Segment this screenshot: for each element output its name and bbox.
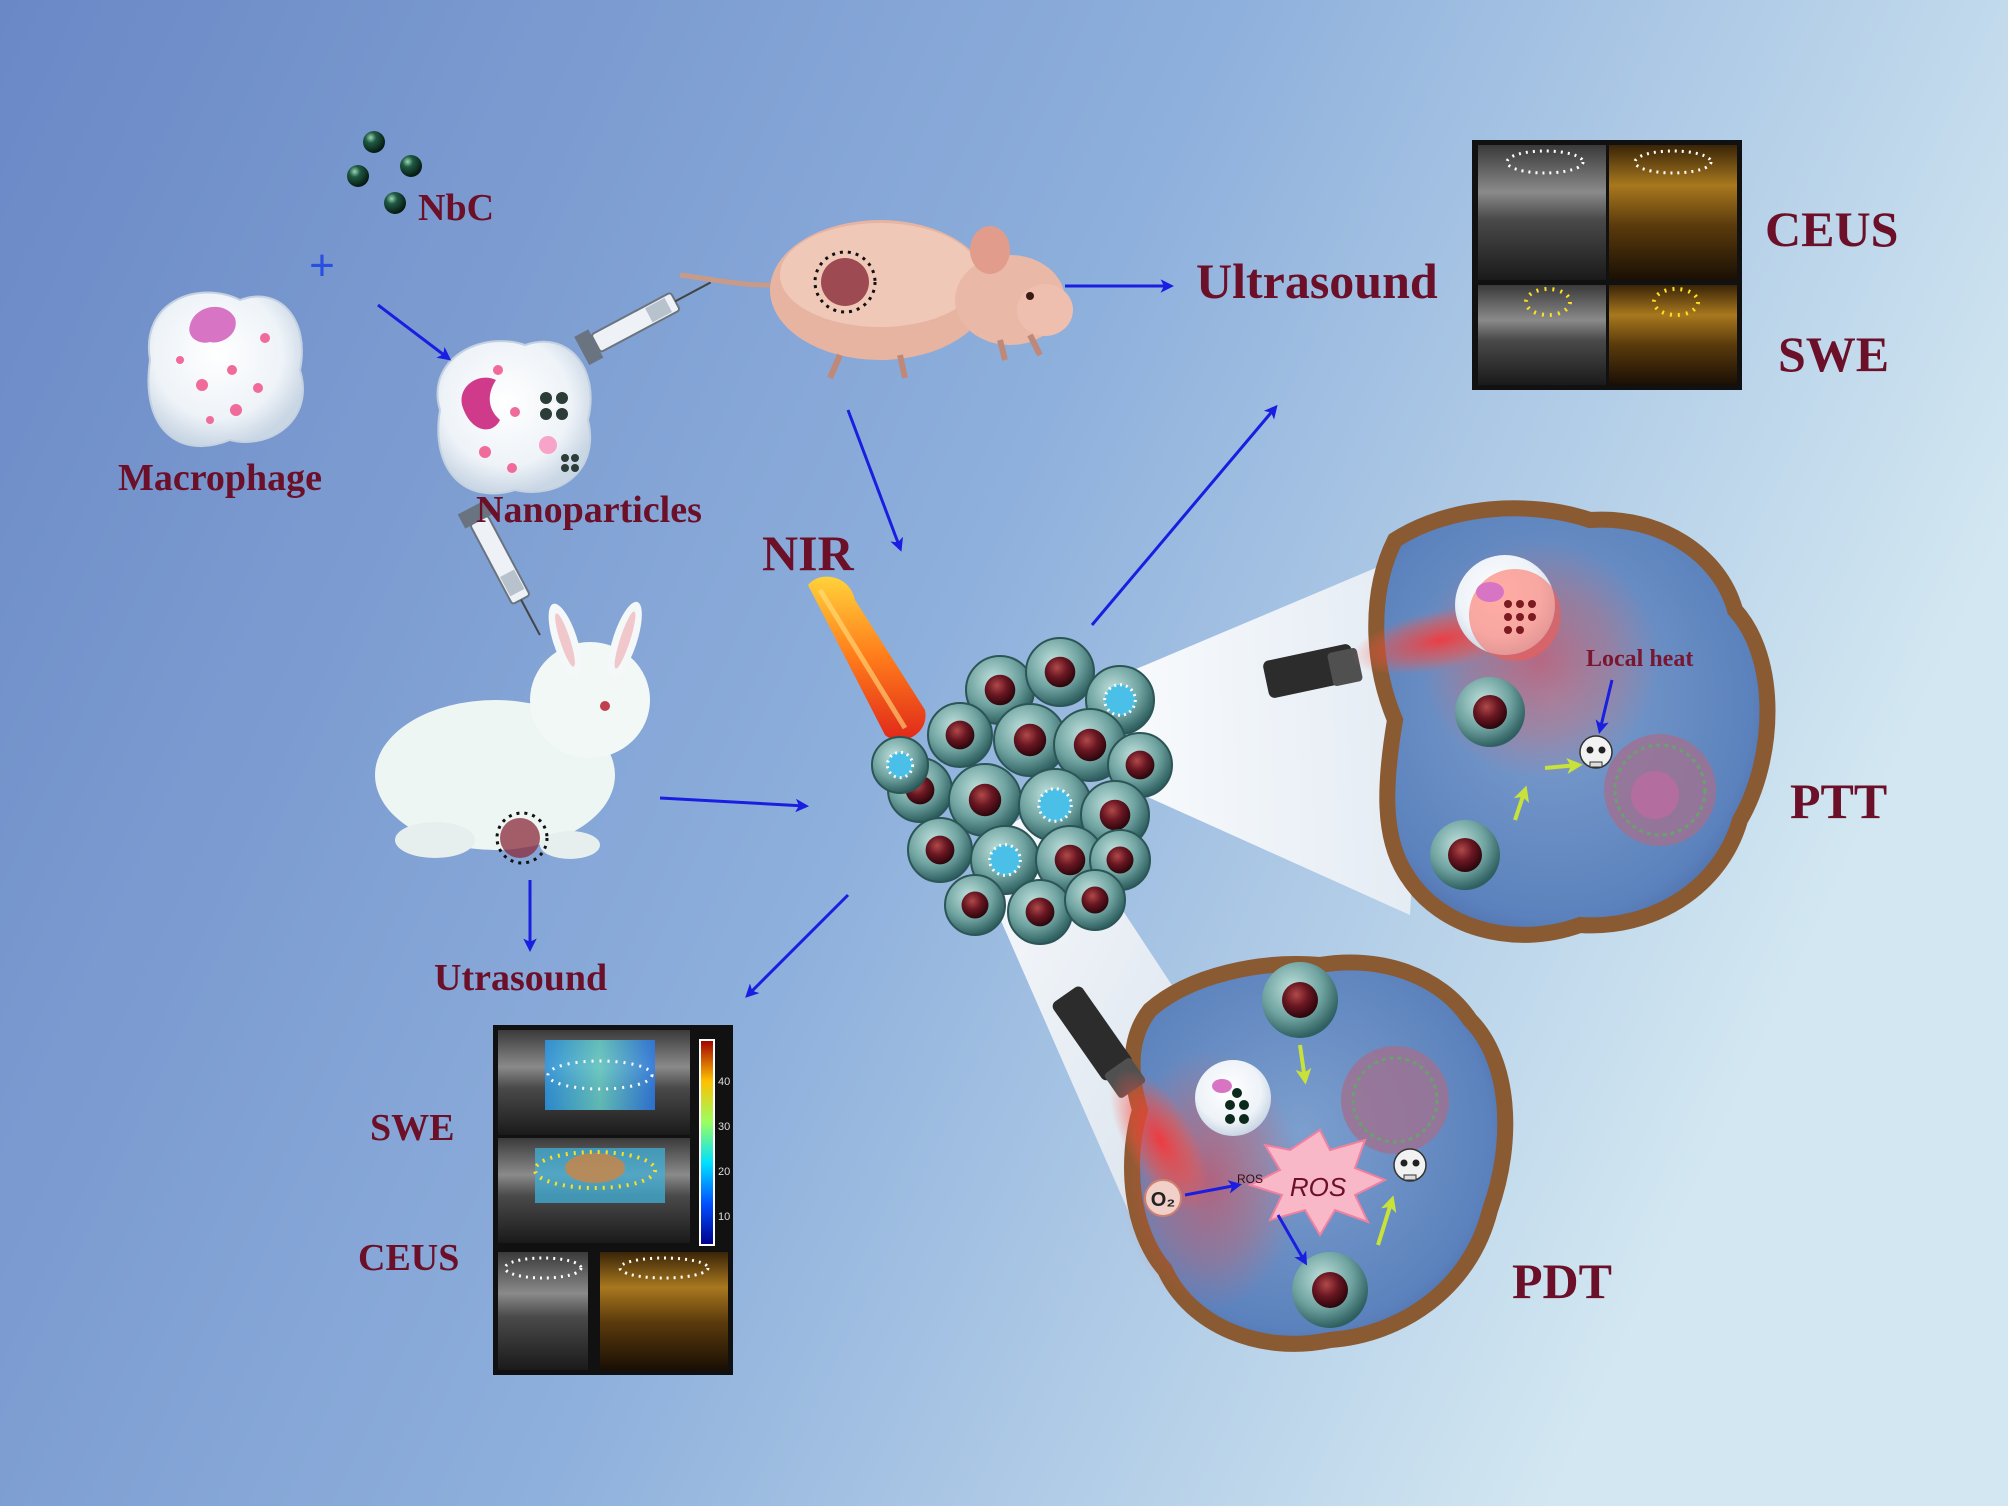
pdt-tumor-cell	[1262, 962, 1338, 1038]
skull-icon	[1579, 735, 1613, 769]
tumor-cell-cluster	[871, 637, 1173, 945]
tumor-cell	[907, 817, 973, 883]
pdt-yellow-arrow	[1376, 1195, 1397, 1246]
pdt-tumor-cell	[1292, 1252, 1368, 1328]
tumor-cell	[1007, 879, 1073, 945]
arrow-tumor-to-bottom-images	[745, 893, 850, 998]
ros-label: ROS	[1290, 1172, 1347, 1202]
plus-sign: +	[309, 241, 335, 290]
ptt-macrophage-icon	[1455, 555, 1561, 661]
ptt-yellow-arrow	[1513, 785, 1530, 821]
ptt-label: PTT	[1790, 773, 1888, 829]
arrow-to-loaded-macrophage	[377, 303, 452, 361]
ros-small-label: ROS	[1237, 1172, 1263, 1186]
utrasound-bottom-label: Utrasound	[434, 957, 608, 999]
tumor-cell	[1018, 768, 1092, 842]
arrow-rabbit-to-tumor	[659, 796, 810, 813]
pdt-laser-probe-icon	[1052, 986, 1211, 1212]
macrophage-cell-icon	[147, 291, 304, 448]
rabbit-icon	[375, 601, 650, 865]
tumor-cell	[1025, 637, 1095, 707]
tumor-cell	[927, 702, 993, 768]
local-heat-label: Local heat	[1586, 646, 1694, 672]
swe-bottom-label: SWE	[370, 1107, 455, 1149]
top-ultrasound-panel	[1472, 140, 1742, 390]
nir-laser-beam	[808, 576, 926, 741]
ros-to-cell-arrow	[1276, 1214, 1308, 1266]
o2-to-ros-arrow	[1184, 1180, 1242, 1197]
tumor-cell	[1064, 869, 1126, 931]
colorbar-tick: 20	[718, 1166, 730, 1178]
pdt-apoptotic-cell-icon	[1341, 1046, 1449, 1154]
ptt-tumor-cell	[1455, 677, 1525, 747]
nbc-nanoparticles-icon	[347, 131, 422, 214]
pdt-label: PDT	[1512, 1253, 1612, 1309]
nanoparticles-label: Nanoparticles	[476, 489, 702, 531]
arrow-tumor-to-top-images	[1090, 404, 1278, 626]
local-heat-arrow	[1595, 679, 1614, 734]
syringe-icon-rabbit	[457, 499, 541, 636]
ceus-bottom-label: CEUS	[358, 1237, 460, 1279]
tumor-cell	[948, 763, 1022, 837]
nanoparticle-loaded-macrophage-icon	[436, 340, 592, 495]
swe-top-label: SWE	[1778, 326, 1890, 382]
ultrasound-top-label: Ultrasound	[1196, 253, 1438, 309]
skull-icon	[1393, 1148, 1427, 1182]
tumor-cell	[871, 736, 929, 794]
nude-mouse-icon	[679, 220, 1073, 380]
tumor-cell	[944, 874, 1006, 936]
colorbar-tick: 10	[718, 1211, 730, 1223]
pdt-macrophage-icon	[1195, 1060, 1271, 1136]
nbc-label: NbC	[418, 187, 495, 229]
ptt-tumor-cell	[1430, 820, 1500, 890]
ceus-top-label: CEUS	[1765, 201, 1899, 257]
syringe-icon-mouse	[574, 281, 712, 366]
ptt-yellow-arrow	[1544, 758, 1583, 774]
pdt-yellow-arrow	[1295, 1044, 1312, 1085]
zoom-cone-ptt	[1110, 545, 1430, 915]
colorbar-tick: 30	[718, 1121, 730, 1133]
ros-burst-icon: ROS	[1247, 1128, 1388, 1237]
oxygen-molecule-icon: O₂	[1144, 1179, 1182, 1217]
ptt-apoptotic-cell-icon	[1604, 734, 1716, 846]
o2-label: O₂	[1151, 1189, 1175, 1211]
bottom-ultrasound-panel	[493, 1025, 733, 1375]
nir-label: NIR	[762, 525, 854, 581]
arrow-mouse-to-tumor	[846, 409, 903, 552]
macrophage-label: Macrophage	[118, 457, 323, 499]
colorbar-tick: 40	[718, 1076, 730, 1088]
colorbar-ticks: 40 30 20 10	[718, 1076, 730, 1223]
